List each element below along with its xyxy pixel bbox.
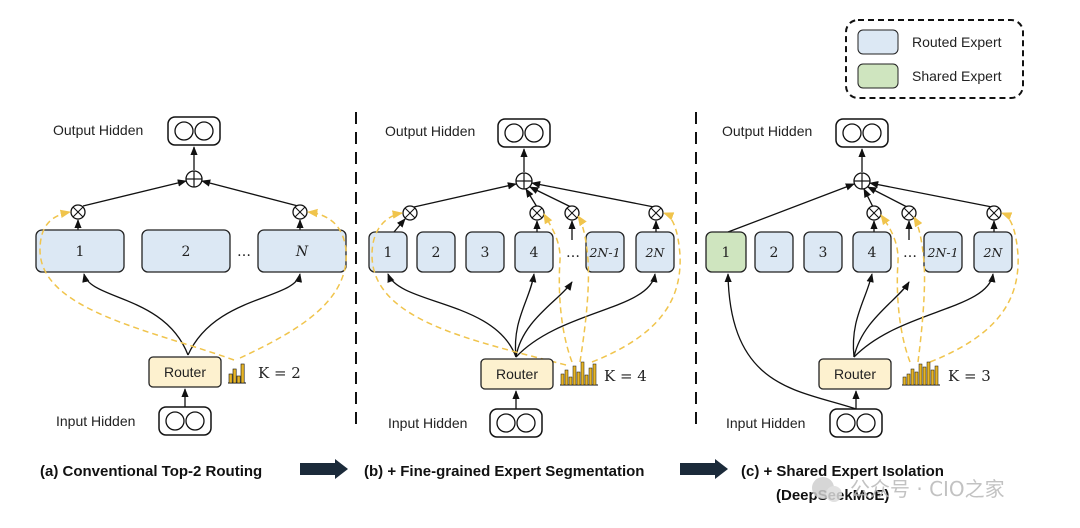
arrow-a-to-b-icon — [300, 459, 348, 479]
panel-c-expert — [852, 231, 892, 273]
panel-b-expert — [416, 231, 456, 273]
panel-b-gate-scores-icon — [560, 361, 598, 386]
panel-b-input-hidden — [489, 408, 543, 438]
panel-b-expert-label: 2N — [645, 245, 666, 260]
panel-a-mult-node — [70, 204, 86, 220]
panel-c-expert — [754, 231, 794, 273]
caption-b: (b) + Fine-grained Expert Segmentation — [364, 463, 644, 480]
panel-b-expert-label: 2N-1 — [588, 245, 620, 260]
panel-a-expert-label: 2 — [182, 244, 191, 260]
panel-c-expert — [923, 231, 963, 273]
panel-c-expert — [973, 231, 1013, 273]
panel-a-sum-node — [185, 170, 203, 188]
caption-a: (a) Conventional Top-2 Routing — [40, 463, 262, 480]
panel-c-k-label: K = 3 — [948, 367, 991, 385]
panel-b-expert — [465, 231, 505, 273]
panel-c-shared-expert — [705, 231, 747, 273]
panel-b-k-label: K = 4 — [604, 367, 647, 385]
panel-b-router-label: Router — [496, 366, 538, 382]
legend-shared-swatch — [857, 63, 899, 89]
panel-c-input-label: Input Hidden — [726, 415, 805, 431]
panel-c-expert — [803, 231, 843, 273]
panel-a-input-hidden — [158, 406, 212, 436]
legend-routed-label: Routed Expert — [912, 34, 1002, 50]
panel-a-expert — [35, 229, 125, 273]
panel-c-sum-node — [853, 172, 871, 190]
panel-a-ellipsis: … — [237, 244, 251, 260]
panel-a-router — [148, 356, 222, 388]
panel-c-expert-label: 2N — [983, 245, 1004, 260]
panel-c-output-hidden — [835, 118, 889, 148]
panel-c-router-label: Router — [834, 366, 876, 382]
panel-c-input-hidden — [829, 408, 883, 438]
watermark: 公众号 · CIO之家 — [812, 477, 1005, 502]
panel-c: Output Hidden — [705, 118, 1019, 438]
panel-b-router — [480, 358, 554, 390]
panel-b-expert-label: 4 — [530, 245, 539, 261]
panel-a-expert — [141, 229, 231, 273]
panel-c-output-label: Output Hidden — [722, 123, 812, 139]
panel-b-expert — [368, 231, 408, 273]
panel-a-router-label: Router — [164, 364, 206, 380]
panel-b-expert — [514, 231, 554, 273]
panel-a-output-label: Output Hidden — [53, 122, 143, 138]
panel-b-input-label: Input Hidden — [388, 415, 467, 431]
panel-c-expert-label: 3 — [819, 245, 828, 261]
panel-b-mult-node — [648, 205, 664, 221]
panel-b-ellipsis: … — [566, 245, 580, 261]
panel-a: Output Hidden 1 2 … N — [35, 116, 347, 436]
legend-shared-label: Shared Expert — [912, 68, 1002, 84]
arrow-b-to-c-icon — [680, 459, 728, 479]
panel-c-expert-label: 2 — [770, 245, 779, 261]
panel-b-expert — [635, 231, 675, 273]
panel-c-expert-label: 4 — [868, 245, 877, 261]
panel-c-ellipsis: … — [903, 245, 917, 261]
panel-c-router — [818, 358, 892, 390]
panel-b: Output Hidden — [368, 118, 681, 438]
panel-b-mult-node — [402, 205, 418, 221]
panel-a-expert-label: N — [295, 244, 309, 260]
panel-b-expert — [585, 231, 625, 273]
panel-b-expert-label: 2 — [432, 245, 441, 261]
panel-a-expert-label: 1 — [76, 244, 85, 260]
panel-b-mult-node — [564, 205, 580, 221]
panel-a-output-hidden — [167, 116, 221, 146]
panel-c-gate-scores-icon — [902, 361, 940, 386]
panel-a-mult-node — [292, 204, 308, 220]
panel-c-mult-node — [866, 205, 882, 221]
watermark-text: 公众号 · CIO之家 — [850, 477, 1005, 501]
panel-a-gate-scores-icon — [228, 363, 246, 384]
panel-c-mult-node — [986, 205, 1002, 221]
panel-b-mult-node — [529, 205, 545, 221]
panel-c-expert-label: 2N-1 — [926, 245, 958, 260]
panel-a-k-label: K = 2 — [258, 364, 301, 382]
panel-b-expert-label: 3 — [481, 245, 490, 261]
panel-b-expert-label: 1 — [384, 245, 393, 261]
panel-c-mult-node — [901, 205, 917, 221]
legend: Routed Expert Shared Expert — [845, 19, 1024, 99]
panel-b-output-label: Output Hidden — [385, 123, 475, 139]
panel-b-sum-node — [515, 172, 533, 190]
panel-b-output-hidden — [497, 118, 551, 148]
panel-c-expert-label: 1 — [722, 245, 731, 261]
panel-a-input-label: Input Hidden — [56, 413, 135, 429]
legend-routed-swatch — [857, 29, 899, 55]
caption-c-line1: (c) + Shared Expert Isolation — [741, 463, 944, 480]
